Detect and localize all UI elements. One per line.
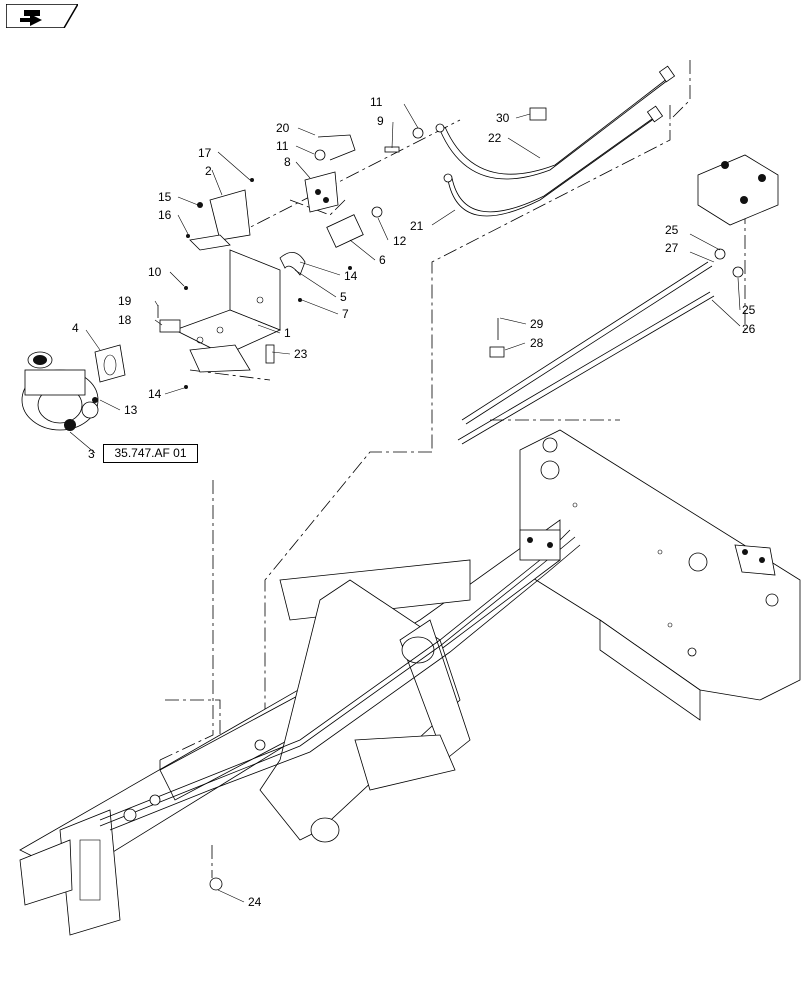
bolt-23 — [265, 344, 275, 364]
callout-27: 27 — [665, 241, 679, 255]
alignment-lines — [159, 60, 746, 878]
clip-28-29 — [489, 318, 505, 358]
callout-28: 28 — [530, 336, 544, 350]
hoses-21-22 — [435, 65, 676, 217]
hydraulic-pump — [21, 351, 99, 431]
nut-11a — [314, 149, 326, 161]
callout-14: 14 — [148, 387, 162, 401]
tag-30 — [529, 107, 547, 121]
reference-link-box[interactable]: 35.747.AF 01 — [103, 444, 198, 463]
nut-24 — [209, 877, 223, 891]
tubes-26-27 — [457, 248, 744, 445]
callout-12: 12 — [393, 234, 407, 248]
callout-7: 7 — [342, 307, 349, 321]
callout-30: 30 — [496, 111, 510, 125]
callout-20: 20 — [276, 121, 290, 135]
valve-8 — [304, 171, 339, 213]
clamp-5 — [279, 252, 306, 276]
bracket-2 — [189, 189, 251, 251]
back-navigation-button[interactable] — [5, 3, 80, 29]
hose-20 — [317, 134, 356, 161]
callout-labels: 11 9 20 11 8 17 2 15 16 30 22 21 12 6 14… — [72, 95, 756, 909]
mount-bracket — [173, 249, 282, 373]
valve-block — [697, 154, 779, 226]
callout-11: 11 — [370, 95, 383, 109]
callout-29: 29 — [530, 317, 544, 331]
callout-16: 16 — [158, 208, 172, 222]
nut-11b — [412, 127, 424, 139]
callout-13: 13 — [124, 403, 138, 417]
callout-8: 8 — [284, 155, 291, 169]
callout-25: 25 — [665, 223, 679, 237]
spacer-18 — [159, 319, 181, 333]
main-frame — [19, 429, 801, 936]
callout-23: 23 — [294, 347, 308, 361]
callout-18: 18 — [118, 313, 132, 327]
callout-26: 26 — [742, 322, 756, 336]
shield-4 — [94, 344, 126, 383]
callout-14: 14 — [344, 269, 358, 283]
callout-9: 9 — [377, 114, 384, 128]
callout-11: 11 — [276, 139, 289, 153]
callout-10: 10 — [148, 265, 162, 279]
leader-lines — [69, 103, 741, 903]
callout-1: 1 — [284, 326, 291, 340]
fitting-12 — [371, 206, 383, 218]
callout-25: 25 — [742, 303, 756, 317]
callout-6: 6 — [379, 253, 386, 267]
callout-22: 22 — [488, 131, 502, 145]
back-arrow-icon — [5, 3, 80, 29]
callout-2: 2 — [205, 164, 212, 178]
callout-19: 19 — [118, 294, 132, 308]
callout-4: 4 — [72, 321, 79, 335]
callout-17: 17 — [198, 146, 212, 160]
callout-3: 3 — [88, 447, 95, 461]
callout-21: 21 — [410, 219, 424, 233]
callout-24: 24 — [248, 895, 262, 909]
callout-5: 5 — [340, 290, 347, 304]
callout-15: 15 — [158, 190, 172, 204]
filter-6 — [326, 214, 364, 248]
